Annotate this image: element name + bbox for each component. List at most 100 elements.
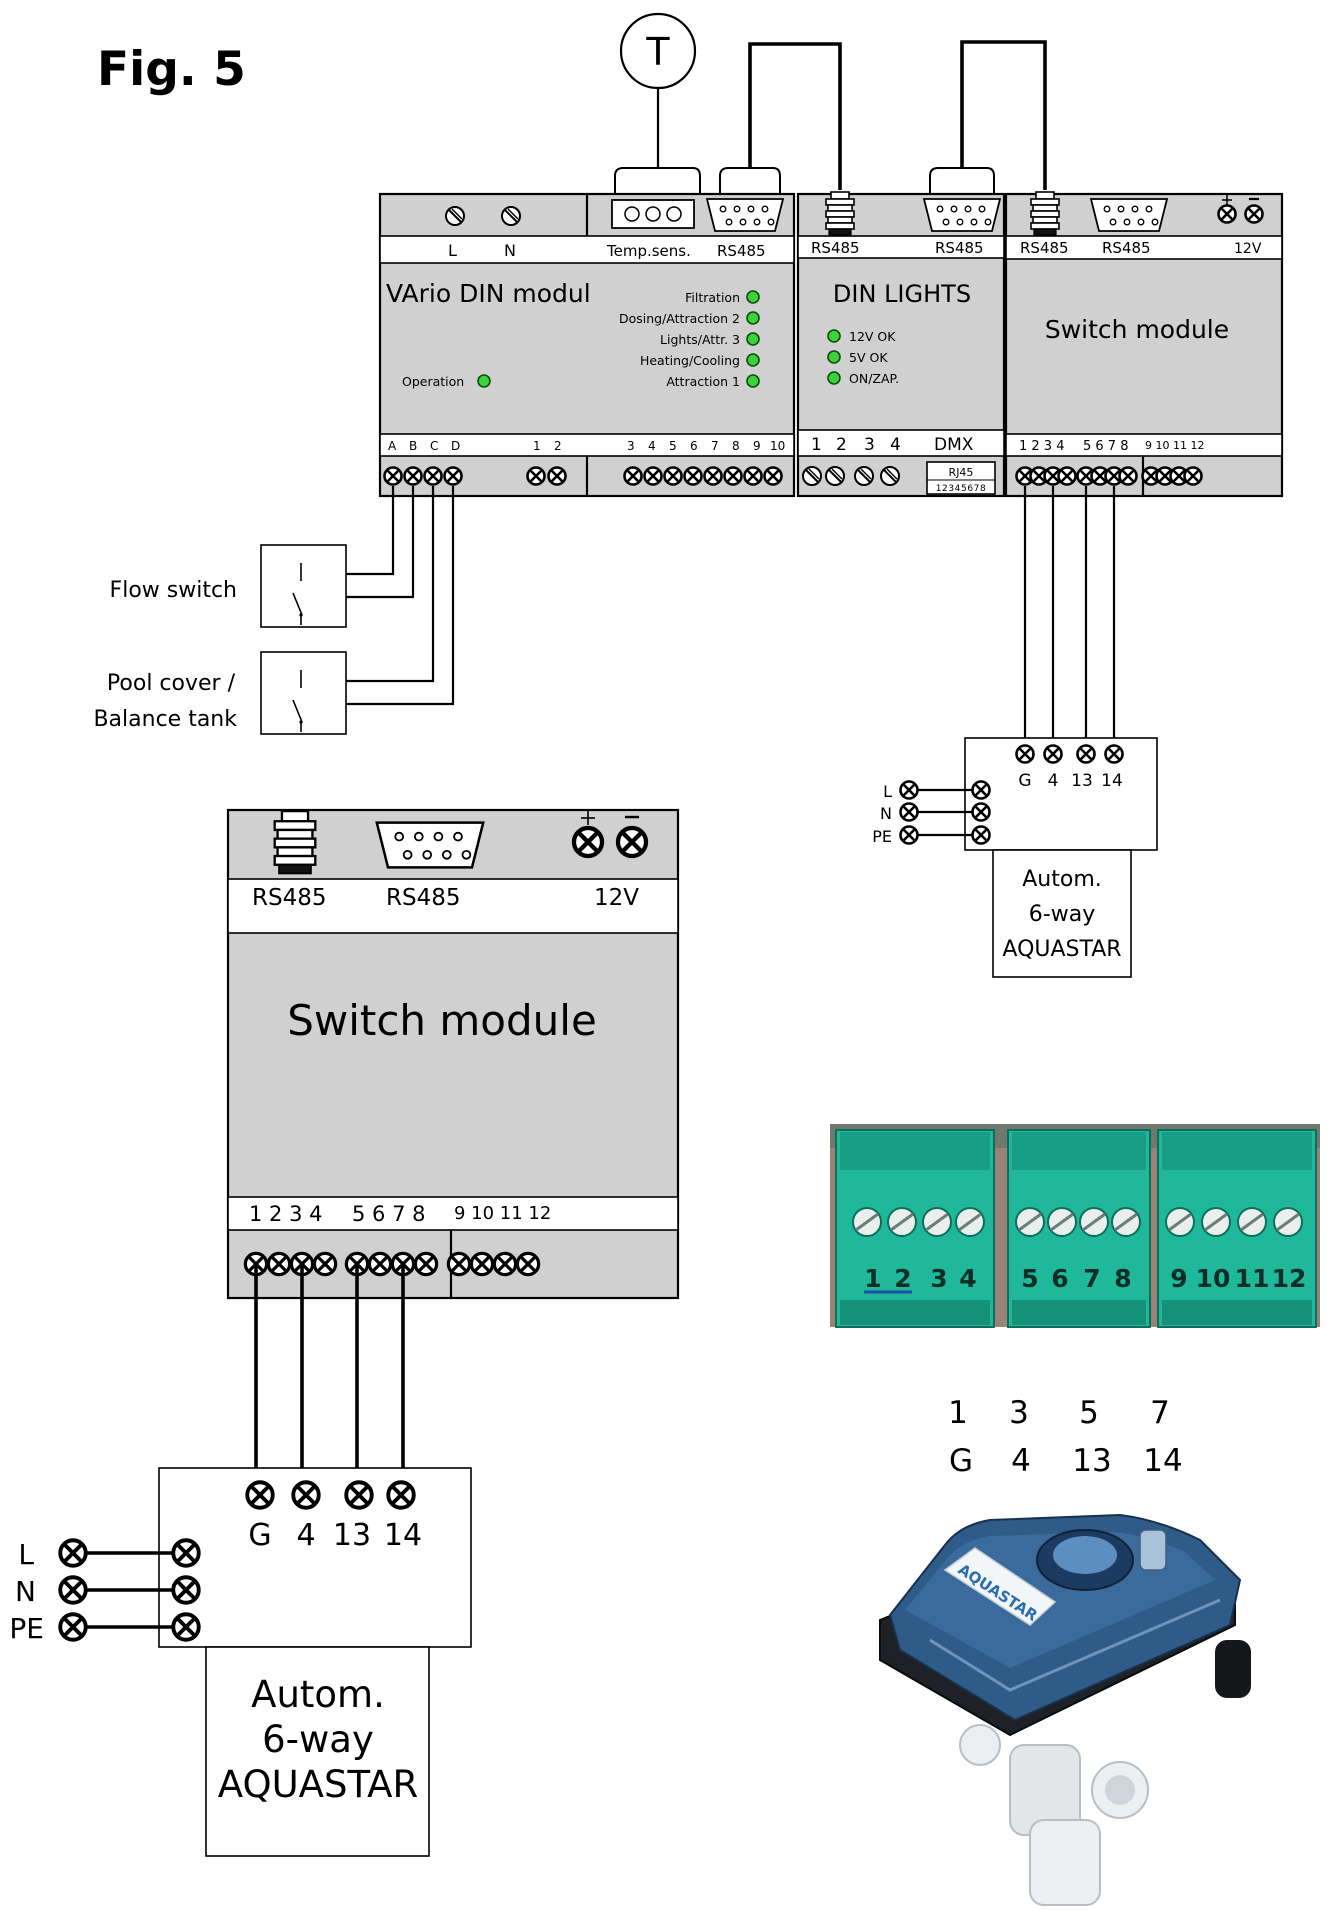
rj45-pins: 12345678 (936, 484, 987, 494)
mapping-row1-a: 1 (948, 1395, 968, 1431)
vario-title: VArio DIN modul (386, 279, 591, 308)
switch-small-db9-icon (1090, 198, 1168, 232)
switch-small-label-rs485-2: RS485 (1102, 239, 1151, 257)
led-12v-ok-icon (827, 329, 841, 343)
vario-led-label-attraction1: Attraction 1 (666, 374, 740, 389)
mapping-row1-b: 3 (1009, 1395, 1029, 1431)
mapping-row2-a: G (949, 1443, 973, 1479)
led-operation-icon (477, 374, 491, 388)
switch-module-small: RS485 RS485 12V Switch module 1 2 3 4 5 … (1004, 191, 1284, 498)
photo-term-3: 3 (930, 1264, 947, 1293)
din-lights-gland-icon (825, 191, 855, 236)
pool-cover-switch: Pool cover / Balance tank (93, 486, 455, 735)
vario-term-c: C (430, 439, 438, 453)
vario-led-label-dosing: Dosing/Attraction 2 (619, 311, 740, 326)
switch-large-label-rs485-1: RS485 (252, 885, 326, 911)
mapping-row2-d: 14 (1143, 1443, 1182, 1479)
switch-large-label-12v: 12V (594, 885, 639, 911)
led-on-zap-icon (827, 371, 841, 385)
din-lights-led-on-zap: ON/ZAP. (849, 371, 899, 386)
switch-large-terms-1-4: 1 2 3 4 (249, 1202, 322, 1226)
aquastar-large-pin-g: G (248, 1518, 271, 1553)
photo-term-4: 4 (959, 1264, 976, 1293)
vario-term-8: 8 (732, 439, 740, 453)
aquastar-small-pin-g: G (1018, 771, 1031, 791)
vario-term-b: B (409, 439, 417, 453)
rj45-label: RJ45 (949, 466, 974, 479)
vario-term-9: 9 (753, 439, 761, 453)
photo-term-2: 2 (894, 1264, 911, 1293)
photo-term-7: 7 (1083, 1264, 1100, 1293)
din-lights-db9-icon (923, 198, 1001, 232)
switch-large-title: Switch module (287, 996, 597, 1045)
vario-term-2: 2 (554, 439, 562, 453)
din-lights-term-1: 1 (811, 435, 822, 455)
temp-sensor-connector-icon (611, 199, 695, 229)
aquastar-large-label-1: Autom. (251, 1673, 385, 1716)
screw-n-icon (501, 206, 521, 226)
terminal-block-photo: 1 2 3 4 5 6 7 8 9 10 11 12 (830, 1124, 1320, 1328)
vario-label-n: N (504, 241, 516, 260)
vario-led-label-filtration: Filtration (685, 290, 740, 305)
photo-term-11: 11 (1235, 1264, 1270, 1293)
switch-small-terminal-screws (1015, 466, 1203, 486)
terminal-block-legs (840, 1300, 1312, 1325)
vario-term-5: 5 (669, 439, 677, 453)
vario-term-d: D (451, 439, 460, 453)
aquastar-large-pin-4: 4 (296, 1518, 315, 1553)
figure-title: Fig. 5 (97, 42, 246, 97)
screw-l-icon (445, 206, 465, 226)
aquastar-small-pin-14: 14 (1101, 771, 1123, 791)
photo-term-9: 9 (1170, 1264, 1187, 1293)
flow-switch-label: Flow switch (110, 578, 237, 603)
din-lights-term-4: 4 (890, 435, 901, 455)
led-filtration-icon (746, 290, 760, 304)
rj45-connector-icon: RJ45 12345678 (926, 461, 996, 495)
aquastar-large-power-n: N (15, 1575, 36, 1608)
led-attraction1-icon (746, 374, 760, 388)
aquastar-large: G 4 13 14 L N PE Autom. 6-way AQUASTAR (9, 1264, 472, 1857)
din-lights-label-rs485-1: RS485 (811, 239, 860, 257)
temperature-sensor-label: T (645, 30, 670, 74)
aquastar-small-power-l: L (883, 782, 892, 801)
din-lights-term-3: 3 (864, 435, 875, 455)
din-lights-term-dmx: DMX (934, 435, 974, 455)
vario-term-a: A (388, 439, 397, 453)
aquastar-small-label-1: Autom. (1022, 867, 1102, 892)
switch-small-label-rs485-1: RS485 (1020, 239, 1069, 257)
aquastar-small-pin-13: 13 (1071, 771, 1093, 791)
mapping-row2-b: 4 (1011, 1443, 1031, 1479)
flow-switch: Flow switch (110, 486, 415, 628)
din-lights-module: RS485 RS485 DIN LIGHTS 12V OK 5V OK ON/Z… (796, 167, 1006, 498)
aquastar-large-power-l: L (18, 1538, 34, 1571)
mapping-row1-c: 5 (1079, 1395, 1099, 1431)
din-lights-term-2: 2 (836, 435, 847, 455)
terminal-block-ridges (840, 1132, 1312, 1170)
photo-term-12: 12 (1272, 1264, 1307, 1293)
photo-term-6: 6 (1051, 1264, 1068, 1293)
photo-term-8: 8 (1114, 1264, 1131, 1293)
vario-led-label-lights: Lights/Attr. 3 (660, 332, 740, 347)
switch-large-12v-terminals-icon (574, 811, 646, 856)
aquastar-small-label-2: 6-way (1029, 902, 1095, 927)
aquastar-large-power-pe: PE (9, 1612, 44, 1645)
vario-label-temp-sens: Temp.sens. (606, 242, 691, 260)
switch-module-large: RS485 RS485 12V Switch module 1 2 3 4 5 … (226, 808, 680, 1300)
vario-term-4: 4 (648, 439, 656, 453)
vario-term-7: 7 (711, 439, 719, 453)
vario-label-rs485: RS485 (717, 242, 766, 260)
vario-led-label-heating: Heating/Cooling (640, 353, 740, 368)
mapping-row2-c: 13 (1072, 1443, 1111, 1479)
top-wires (656, 40, 1047, 190)
vario-term-6: 6 (690, 439, 698, 453)
aquastar-large-label-2: 6-way (262, 1718, 374, 1761)
aquastar-large-label-3: AQUASTAR (218, 1763, 418, 1806)
vario-term-10: 10 (770, 439, 785, 453)
vario-rs485-db9-icon (706, 198, 784, 232)
pin-mapping: 1 3 5 7 G 4 13 14 (948, 1395, 1183, 1479)
aquastar-large-pin-14: 14 (384, 1518, 422, 1553)
switch-large-gland-icon (273, 809, 317, 875)
aquastar-small-power-n: N (880, 804, 892, 823)
vario-term-3: 3 (627, 439, 635, 453)
